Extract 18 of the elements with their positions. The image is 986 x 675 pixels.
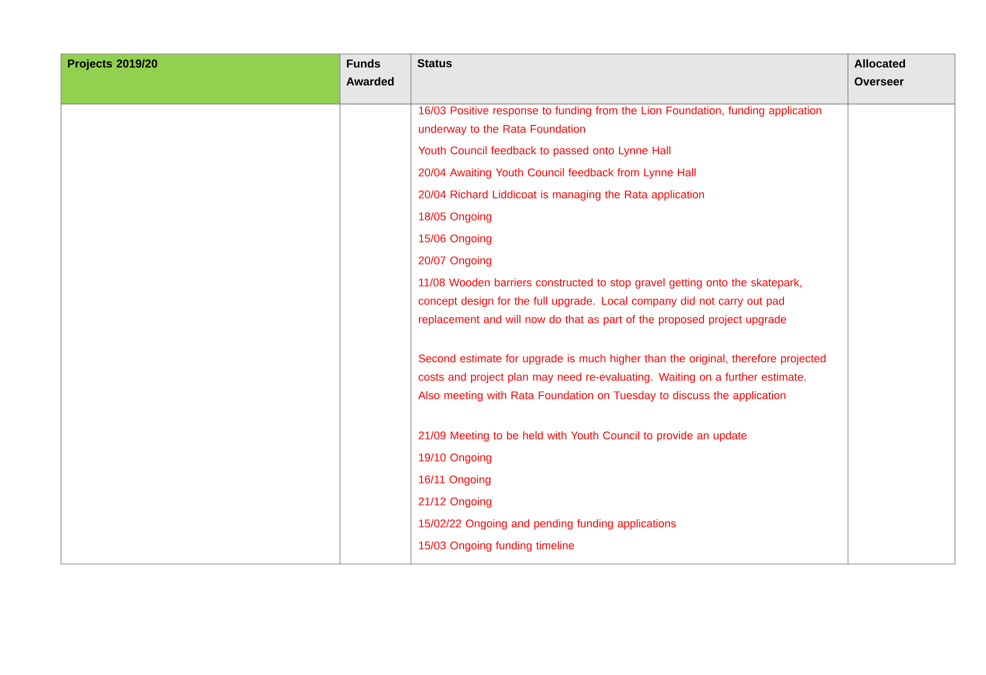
status-note: 18/05 Ongoing <box>419 212 492 223</box>
status-note: Second estimate for upgrade is much higher than the original, therefore projected costs and project plan may need re-evaluating. Waiting on a further estimate. Also meeting with Rata Foundation on Tuesday to discuss the application <box>418 354 826 402</box>
status-note: 16/03 Positive response to funding from the Lion Foundation, funding application underway to the Rata Foundation <box>418 106 822 136</box>
header-cell: Funds Awarded <box>340 54 412 104</box>
status-note: 16/11 Ongoing <box>419 475 490 486</box>
status-note: 11/08 Wooden barriers constructed to stop gravel getting onto the skatepark, concept design for the full upgrade. Local company did not carry out pad replacement and will now do that as part of the proposed project upgrade <box>418 278 802 326</box>
status-note: 20/04 Awaiting Youth Council feedback from Lynne Hall <box>418 168 696 179</box>
status-note: 15/02/22 Ongoing and pending funding applications <box>419 519 676 530</box>
status-note: 15/06 Ongoing <box>419 234 492 245</box>
header-cell: Projects 2019/20 <box>60 54 340 104</box>
status-note: 19/10 Ongoing <box>419 453 492 464</box>
header-cell: Allocated Overseer <box>848 54 956 104</box>
status-note: 20/07 Ongoing <box>418 256 492 267</box>
status-note: Youth Council feedback to passed onto Lynne Hall <box>418 146 670 157</box>
status-note: 21/09 Meeting to be held with Youth Council to provide an update <box>418 431 747 442</box>
status-note: 21/12 Ongoing <box>418 497 492 508</box>
status-note: 15/03 Ongoing funding timeline <box>419 541 574 552</box>
status-note: 20/04 Richard Liddicoat is managing the Rata application <box>418 190 704 201</box>
